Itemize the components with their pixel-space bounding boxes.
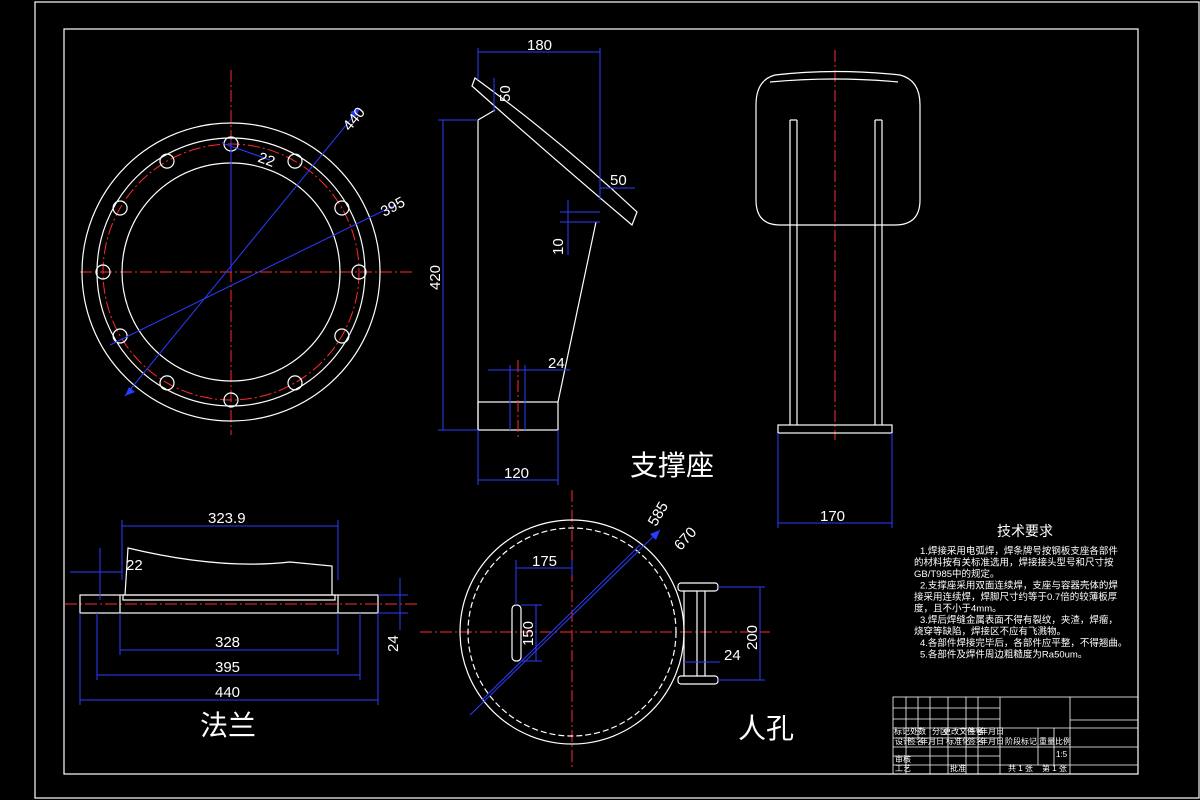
manhole-dim-24: 24 [724, 647, 741, 664]
support-dim-180: 180 [527, 37, 552, 54]
flange-side-dim-22: 22 [126, 557, 143, 574]
flange-dim-395: 395 [378, 194, 408, 221]
support-dim-120: 120 [504, 465, 529, 482]
bolt-hole [287, 153, 303, 169]
outer-border [34, 1, 1200, 799]
support-dim-50-right: 50 [610, 172, 627, 189]
tb-r1-c5: 年月日 [980, 726, 1004, 736]
tech-requirement-line: 1.焊接采用电弧焊，焊条牌号按钢板支座各部件 [920, 545, 1118, 557]
flange-dim-440: 440 [340, 104, 369, 134]
flange-side-dim-24: 24 [385, 635, 402, 652]
tb-r2-c4: 标准化 [946, 736, 970, 746]
support-dim-420: 420 [427, 265, 444, 290]
tech-requirements: 技术要求 1.焊接采用电弧焊，焊条牌号按钢板支座各部件的材料按有关标准选用，焊接… [914, 523, 1127, 661]
manhole-dim-150: 150 [520, 621, 537, 646]
tb-stage-label: 阶段标记 [1005, 736, 1037, 746]
bolt-hole [334, 328, 350, 344]
flange-side-dim-323-9: 323.9 [208, 510, 246, 527]
tb-r2-c2: 签名 [908, 736, 924, 746]
manhole-title: 人孔 [738, 713, 794, 744]
bolt-hole [112, 328, 128, 344]
tech-requirements-title: 技术要求 [997, 523, 1053, 539]
flange-side-view: 323.9 22 328 395 440 24 [65, 510, 420, 705]
flange-title: 法兰 [200, 710, 256, 741]
tb-r1-c2: 分区 [932, 727, 948, 736]
bolt-hole [334, 200, 350, 216]
tb-r1-c1: 标记处数 [894, 726, 926, 736]
tb-scale-value: 1:5 [1056, 750, 1068, 759]
tb-weight-label: 重量 [1039, 736, 1055, 746]
tb-r2-c1: 设计 [895, 736, 911, 746]
support-side-view: 170 [755, 50, 921, 528]
tb-r4-c4: 批准 [950, 763, 966, 773]
tb-r1-c3: 更改文件号 [943, 726, 983, 736]
support-dim-50-top: 50 [497, 85, 514, 102]
tb-r2-c6: 年月日 [980, 736, 1004, 746]
flange-side-dim-395: 395 [215, 659, 240, 676]
bolt-hole [223, 392, 239, 408]
tb-r4-c1: 工艺 [895, 764, 911, 773]
tb-r1-c4: 签名 [968, 726, 984, 736]
bolt-hole [112, 200, 128, 216]
tech-requirement-line: 4.各部件焊接完毕后，各部件应平整，不得翘曲。 [920, 637, 1127, 649]
tb-r2-c3: 年月日 [920, 736, 944, 746]
support-dim-170: 170 [820, 508, 845, 525]
bolt-hole [159, 153, 175, 169]
flange-side-dim-440: 440 [215, 684, 240, 701]
manhole-view: 585 670 175 150 200 24 [420, 490, 770, 770]
support-title: 支撑座 [630, 450, 714, 481]
flange-top-view: 440 22 395 [80, 70, 415, 435]
manhole-dim-585: 585 [645, 499, 672, 529]
bolt-hole [351, 264, 367, 280]
manhole-dim-175: 175 [532, 553, 557, 570]
tb-sheets-total: 共 1 张 [1008, 764, 1033, 773]
support-front-view: 180 50 50 10 420 24 120 [427, 37, 638, 485]
tech-requirement-line: 烧穿等缺陷，焊接区不应有飞溅物。 [914, 626, 1066, 638]
tb-r2-c5: 签名 [968, 736, 984, 746]
tech-requirement-line: 度，且不小于4mm。 [914, 603, 1002, 615]
title-block: 标记处数 分区 更改文件号 签名 年月日 设计 签名 年月日 标准化 签名 年月… [892, 696, 1139, 775]
manhole-dim-200: 200 [744, 625, 761, 650]
bolt-hole [95, 264, 111, 280]
tech-requirement-line: GB/T985中的规定。 [914, 568, 1000, 580]
tb-scale-label: 比例 [1055, 736, 1071, 746]
tb-r3-c1: 审核 [895, 754, 911, 764]
bolt-hole [287, 375, 303, 391]
support-dim-10: 10 [550, 238, 567, 255]
flange-dim-22: 22 [256, 149, 277, 171]
tech-requirement-line: 3.焊后焊缝金属表面不得有裂纹，夹渣，焊瘤， [920, 614, 1118, 626]
support-dim-24: 24 [548, 355, 565, 372]
tech-requirement-line: 2.支撑座采用双面连续焊，支座与容器壳体的焊 [920, 580, 1118, 592]
tech-requirement-line: 的材料按有关标准选用，焊接接头型号和尺寸按 [914, 557, 1114, 569]
bolt-hole [159, 375, 175, 391]
flange-side-dim-328: 328 [215, 634, 240, 651]
manhole-dim-670: 670 [671, 524, 700, 554]
tech-requirement-line: 接采用连续焊，焊脚尺寸约等于0.7倍的较薄板厚 [914, 591, 1118, 603]
inner-border [63, 28, 1139, 775]
tb-sheet-no: 第 1 张 [1042, 763, 1067, 773]
tech-requirement-line: 5.各部件及焊件周边粗糙度为Ra50um。 [920, 649, 1087, 661]
